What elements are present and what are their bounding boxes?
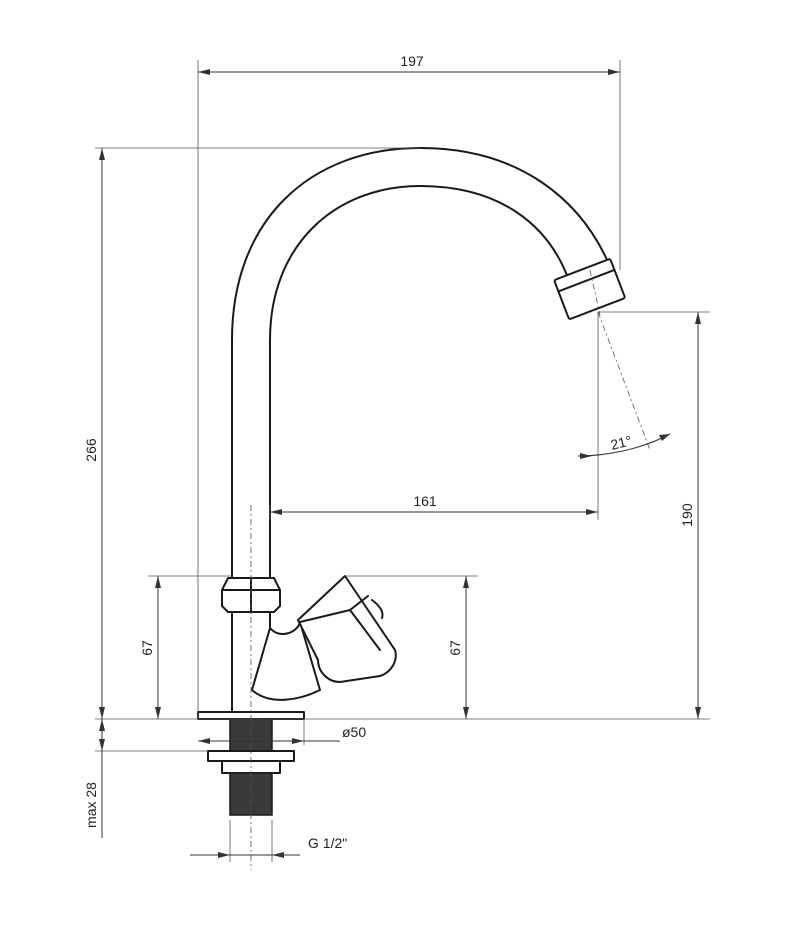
dim-label-thread: G 1/2"	[308, 835, 347, 851]
center-lines	[250, 269, 651, 870]
aerator-nozzle	[553, 258, 626, 320]
dim-label-67-right: 67	[447, 640, 463, 656]
dim-handle-height: 67	[447, 576, 469, 719]
extension-lines	[95, 60, 710, 862]
dim-spray-angle: 21°	[577, 432, 671, 459]
dim-label-190: 190	[679, 503, 695, 527]
dim-label-161: 161	[413, 493, 437, 509]
dim-label-67-left: 67	[139, 640, 155, 656]
dim-thread: G 1/2"	[190, 835, 347, 858]
spout-outer	[231, 147, 609, 579]
dim-height-total: 266	[83, 148, 105, 719]
dim-label-max-28: max 28	[83, 782, 99, 828]
dim-reach: 161	[270, 493, 598, 515]
dim-label-197: 197	[400, 53, 424, 69]
dim-label-21: 21°	[609, 432, 633, 453]
faucet-body	[197, 147, 626, 816]
dim-outlet-height: 190	[679, 312, 701, 719]
spout-inner	[269, 185, 569, 579]
dim-label-266: 266	[83, 438, 99, 462]
dim-base-diameter: ø50	[198, 719, 366, 745]
dim-width-total: 197	[198, 53, 620, 75]
handle-lever	[297, 575, 397, 683]
valve-body	[251, 621, 321, 701]
lower-column	[231, 611, 271, 713]
dim-max-thickness: max 28	[83, 719, 105, 838]
dim-label-o50: ø50	[342, 724, 366, 740]
dim-nut-height: 67	[139, 576, 161, 719]
